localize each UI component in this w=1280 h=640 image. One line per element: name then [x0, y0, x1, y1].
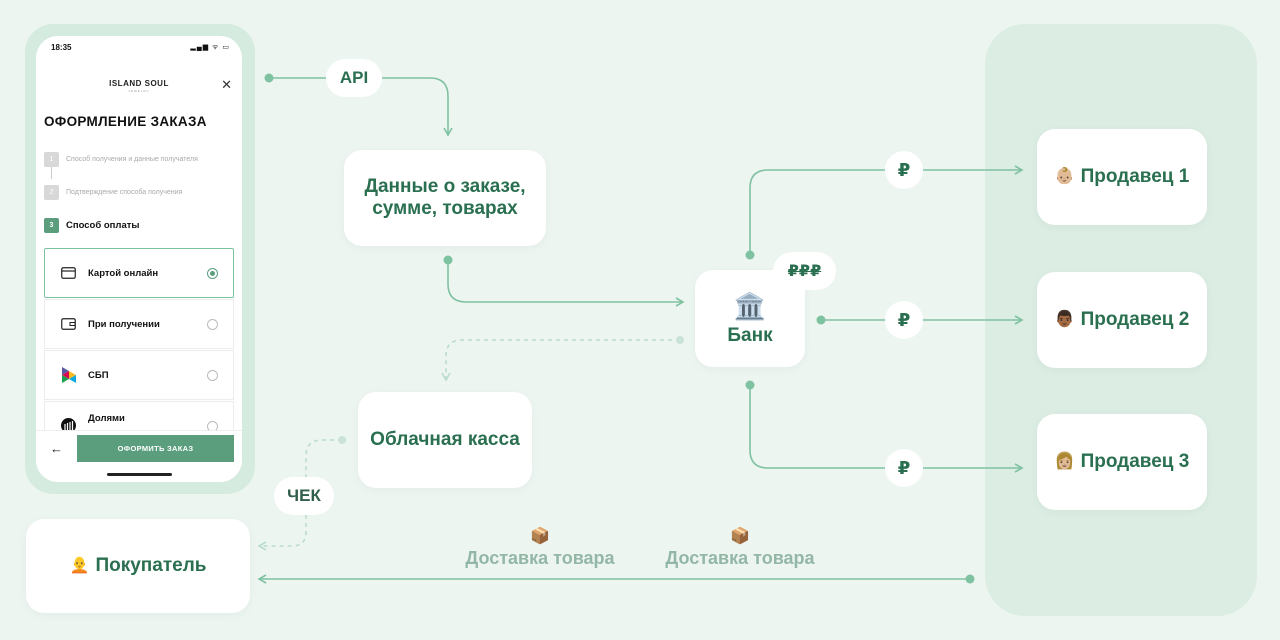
- radio[interactable]: [207, 370, 218, 381]
- line-bank-seller3: [749, 385, 885, 469]
- rub-pill-1: ₽: [885, 151, 923, 189]
- bank-label: Банк: [727, 324, 773, 346]
- ppp-pill: ₽₽₽: [773, 252, 836, 290]
- line-bank-cloud: [441, 339, 680, 382]
- buyer-label: Покупатель: [95, 555, 207, 576]
- step-2[interactable]: 2 Подтверждение способа получения: [44, 185, 182, 200]
- step-label: Способ оплаты: [66, 220, 140, 231]
- delivery-label-1: 📦 Доставка товара: [455, 526, 625, 569]
- seller-1-avatar-icon: 👶🏼: [1054, 168, 1075, 185]
- submit-order-button[interactable]: ОФОРМИТЬ ЗАКАЗ: [77, 435, 234, 462]
- phone-bottom-bar: ← ОФОРМИТЬ ЗАКАЗ: [36, 430, 242, 482]
- seller-2-avatar-icon: 👨🏾: [1054, 311, 1075, 328]
- close-icon[interactable]: ✕: [221, 77, 232, 92]
- payment-option-label: СБП: [88, 369, 109, 381]
- package-icon: 📦: [530, 528, 550, 545]
- brand-sub: JEWELRY: [128, 89, 150, 93]
- status-icons: ▂▄▆ ᯤ ▭: [190, 44, 230, 51]
- order-data-label: Данные о заказе, сумме, товарах: [364, 176, 526, 219]
- bank-icon: 🏛️: [733, 290, 767, 321]
- buyer-node: 🧑‍🦲 Покупатель: [26, 519, 250, 613]
- payment-option-sbp[interactable]: СБП: [44, 350, 234, 400]
- line-cloud-check: [305, 439, 342, 477]
- back-arrow-icon[interactable]: ←: [50, 441, 63, 456]
- card-icon: [61, 266, 76, 281]
- seller-1-label: Продавец 1: [1080, 166, 1190, 187]
- line-check-buyer: [257, 515, 307, 551]
- step-label: Способ получения и данные получателя: [66, 156, 198, 163]
- check-pill: ЧЕК: [274, 477, 334, 515]
- seller-2-label: Продавец 2: [1080, 309, 1190, 330]
- delivery-label-2: 📦 Доставка товара: [655, 526, 825, 569]
- seller-2-node: 👨🏾 Продавец 2: [1037, 272, 1207, 368]
- seller-3-label: Продавец 3: [1080, 451, 1190, 472]
- package-icon: 📦: [730, 528, 750, 545]
- rub-pill-2: ₽: [885, 301, 923, 339]
- seller-1-node: 👶🏼 Продавец 1: [1037, 129, 1207, 225]
- payment-option-on-delivery[interactable]: При получении: [44, 299, 234, 349]
- brand-logo: ISLAND SOUL: [109, 79, 169, 88]
- seller-3-avatar-icon: 👩🏼: [1054, 453, 1075, 470]
- checkout-title: ОФОРМЛЕНИЕ ЗАКАЗА: [44, 114, 207, 129]
- payment-option-card[interactable]: Картой онлайн: [44, 248, 234, 298]
- step-number: 3: [44, 218, 59, 233]
- payment-option-label: Долями: [88, 413, 125, 424]
- line-order-bank: [447, 260, 685, 307]
- cloud-cash-node: Облачная касса: [358, 392, 532, 488]
- step-1[interactable]: 1 Способ получения и данные получателя: [44, 152, 198, 167]
- line-bank-seller1: [749, 169, 885, 255]
- radio[interactable]: [207, 319, 218, 330]
- rub-pill-3: ₽: [885, 449, 923, 487]
- status-time: 18:35: [51, 43, 72, 52]
- wallet-icon: [61, 317, 76, 332]
- step-3[interactable]: 3 Способ оплаты: [44, 218, 140, 233]
- delivery-text: Доставка товара: [665, 548, 815, 568]
- api-label: API: [326, 59, 382, 97]
- step-number: 2: [44, 185, 59, 200]
- delivery-text: Доставка товара: [465, 548, 615, 568]
- payment-option-label: Картой онлайн: [88, 267, 159, 279]
- buyer-avatar-icon: 🧑‍🦲: [69, 557, 90, 574]
- step-label: Подтверждение способа получения: [66, 189, 183, 196]
- sbp-logo-icon: [61, 367, 76, 383]
- line-api-order: [382, 77, 453, 137]
- step-number: 1: [44, 152, 59, 167]
- step-connector: [51, 167, 52, 179]
- cloud-cash-label: Облачная касса: [370, 429, 520, 450]
- dolyami-logo-icon: [61, 418, 76, 433]
- payment-option-label: При получении: [88, 318, 160, 330]
- radio-selected[interactable]: [207, 268, 218, 279]
- phone-screen: 18:35 ▂▄▆ ᯤ ▭ ISLAND SOUL JEWELRY ✕ ОФОР…: [36, 36, 242, 482]
- order-data-node: Данные о заказе, сумме, товарах: [344, 150, 546, 246]
- home-indicator: [107, 473, 172, 476]
- seller-3-node: 👩🏼 Продавец 3: [1037, 414, 1207, 510]
